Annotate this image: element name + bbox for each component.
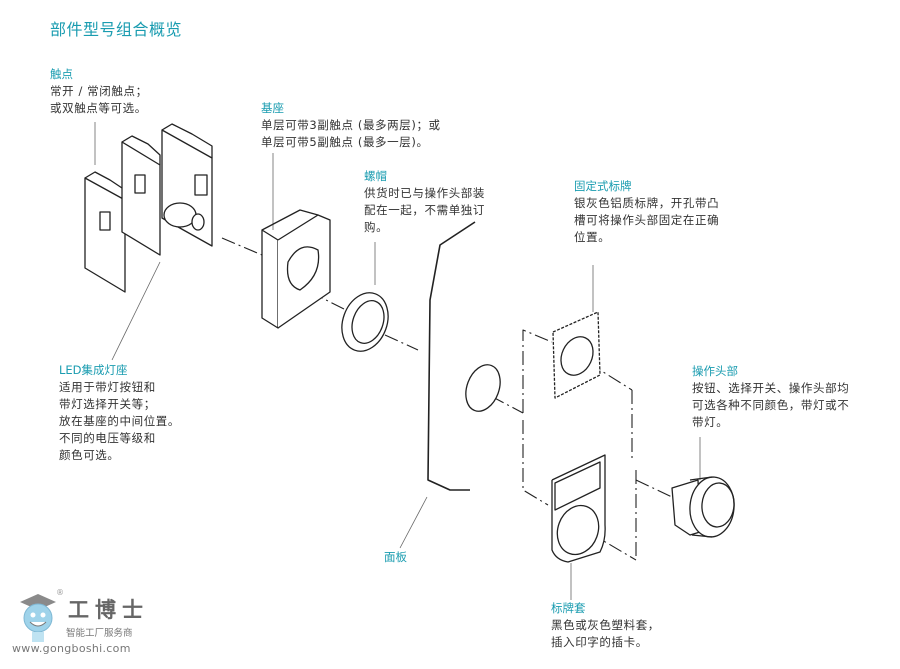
callout-contacts: 触点 常开 / 常闭触点； 或双触点等可选。 [50, 66, 148, 117]
panel-outline [427, 221, 476, 491]
callout-nut-line: 购。 [364, 220, 389, 234]
label-holder [551, 454, 606, 563]
callout-operator-heading: 操作头部 [692, 364, 738, 378]
callout-nut-line: 配在一起，不需单独订 [364, 203, 485, 217]
leader-led [111, 261, 161, 361]
callout-label-holder-heading: 标牌套 [551, 601, 586, 615]
callout-fixed-label-line: 槽可将操作头部固定在正确 [574, 213, 720, 227]
registered-mark: ® [56, 588, 64, 597]
leader-panel [399, 496, 428, 549]
callout-panel-heading: 面板 [384, 550, 407, 564]
callout-panel: 面板 [384, 549, 407, 566]
callout-operator: 操作头部 按钮、选择开关、操作头部均 可选各种不同颜色，带灯或不 带灯。 [692, 363, 849, 431]
callout-led-line: 放在基座的中间位置。 [59, 414, 180, 428]
fixed-label-plate [552, 311, 601, 399]
callout-led: LED集成灯座 适用于带灯按钮和 带灯选择开关等； 放在基座的中间位置。 不同的… [59, 362, 180, 464]
callout-base-line: 单层可带5副触点 (最多一层)。 [261, 135, 429, 149]
watermark-tagline: 智能工厂服务商 [66, 628, 133, 639]
callout-nut-line: 供货时已与操作头部装 [364, 186, 485, 200]
callout-nut: 螺帽 供货时已与操作头部装 配在一起，不需单独订 购。 [364, 168, 485, 236]
callout-base-line: 单层可带3副触点 (最多两层)；或 [261, 118, 441, 132]
callout-label-holder-line: 插入印字的插卡。 [551, 635, 648, 649]
callout-contacts-line: 或双触点等可选。 [50, 101, 147, 115]
callout-led-line: 颜色可选。 [59, 448, 120, 462]
callout-led-line: 不同的电压等级和 [59, 431, 156, 445]
callout-operator-line: 带灯。 [692, 415, 729, 429]
mounting-base [261, 209, 331, 329]
callout-fixed-label-line: 位置。 [574, 230, 611, 244]
watermark-url: www.gongboshi.com [12, 642, 131, 655]
callout-base: 基座 单层可带3副触点 (最多两层)；或 单层可带5副触点 (最多一层)。 [261, 100, 441, 151]
callout-nut-heading: 螺帽 [364, 169, 387, 183]
callout-label-holder-line: 黑色或灰色塑料套， [551, 618, 660, 632]
callout-base-heading: 基座 [261, 101, 284, 115]
callout-operator-line: 可选各种不同颜色，带灯或不 [692, 398, 850, 412]
mounting-nut [341, 292, 389, 352]
callout-led-line: 带灯选择开关等； [59, 397, 156, 411]
contact-blocks [84, 123, 213, 293]
callout-fixed-label-heading: 固定式标牌 [574, 179, 632, 193]
callout-label-holder: 标牌套 黑色或灰色塑料套， 插入印字的插卡。 [551, 600, 660, 651]
watermark-brand: 工博士 [68, 597, 149, 622]
callout-contacts-line: 常开 / 常闭触点； [50, 84, 148, 98]
callout-operator-line: 按钮、选择开关、操作头部均 [692, 381, 850, 395]
watermark-logo: ® 工博士 智能工厂服务商 www.gongboshi.com [8, 588, 178, 660]
callout-fixed-label: 固定式标牌 银灰色铝质标牌，开孔带凸 槽可将操作头部固定在正确 位置。 [574, 178, 719, 246]
page-title: 部件型号组合概览 [50, 20, 183, 39]
seal-disc [465, 364, 501, 412]
callout-led-line: 适用于带灯按钮和 [59, 380, 156, 394]
operator-head [671, 476, 735, 538]
callout-led-heading: LED集成灯座 [59, 363, 128, 377]
mascot-icon [20, 594, 56, 642]
callout-fixed-label-line: 银灰色铝质标牌，开孔带凸 [574, 196, 720, 210]
callout-contacts-heading: 触点 [50, 67, 73, 81]
